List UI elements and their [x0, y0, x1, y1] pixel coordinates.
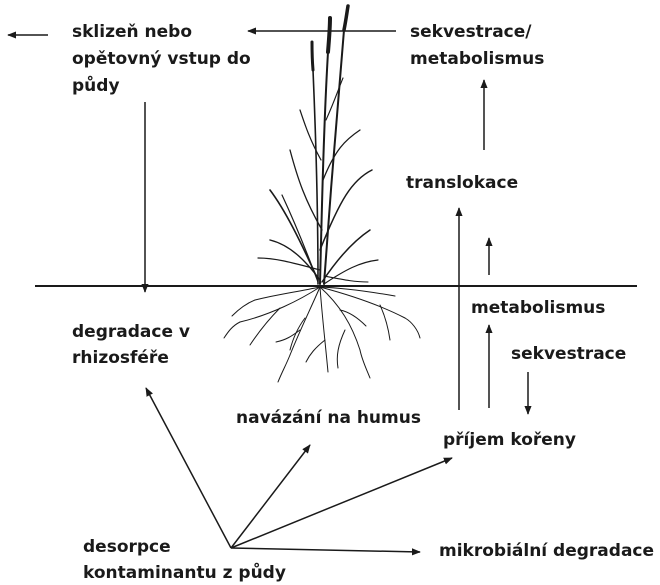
humus-binding-label: navázání na humus [236, 406, 421, 430]
rhizosphere-label-line2: rhizosféře [72, 346, 169, 370]
harvest-label-line1: sklizeň nebo [72, 20, 192, 44]
desorption-label-line2: kontaminantu z půdy [83, 561, 286, 585]
plant-illustration [258, 6, 378, 284]
harvest-label-line2: opětovný vstup do [72, 47, 251, 71]
desorption-to-rhizosphere-arrow [146, 388, 231, 548]
harvest-label-line3: půdy [72, 74, 120, 98]
root-system [224, 287, 420, 382]
translocation-label: translokace [406, 171, 518, 195]
sequestration-top-label-line2: metabolismus [410, 47, 544, 71]
desorption-to-microbial-arrow [231, 548, 420, 552]
microbial-degradation-label: mikrobiální degradace [439, 539, 654, 563]
metabolism-label: metabolismus [471, 296, 605, 320]
sequestration-label: sekvestrace [511, 342, 626, 366]
desorption-label-line1: desorpce [83, 535, 171, 559]
desorption-to-uptake-arrow [231, 458, 452, 548]
sequestration-top-label-line1: sekvestrace/ [410, 20, 531, 44]
arrows [8, 31, 528, 552]
rhizosphere-label-line1: degradace v [72, 320, 190, 344]
root-uptake-label: příjem kořeny [443, 428, 576, 452]
